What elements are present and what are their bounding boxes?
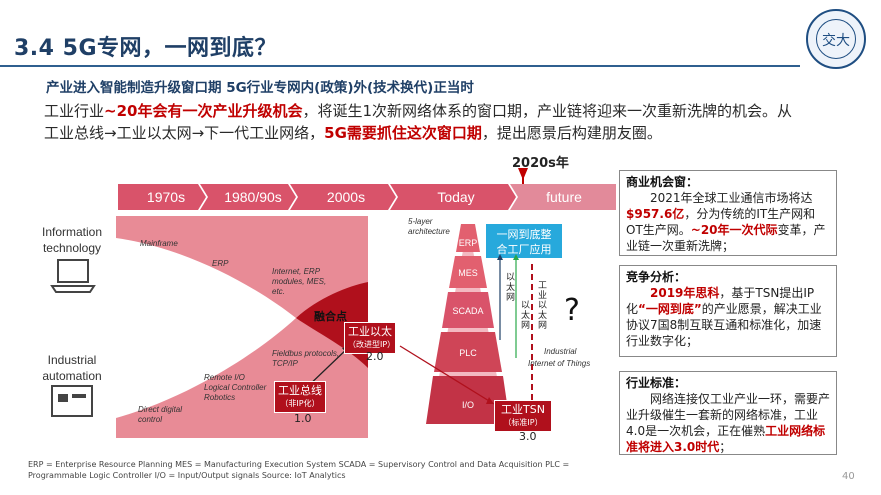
- title-divider: [0, 65, 800, 67]
- five-layer-pyramid: ERP MES SCADA PLC I/O: [426, 224, 510, 424]
- label-fieldbus-2: TCP/IP: [272, 359, 298, 368]
- timeline-bar: 1970s 1980/90s 2000s Today future: [118, 184, 616, 210]
- era-2000s: 2000s: [327, 189, 365, 205]
- ot-label-2: automation: [42, 369, 101, 383]
- slide-subtitle: 产业进入智能制造升级窗口期 5G行业专网内(政策)外(技术换代)正当时: [46, 80, 474, 96]
- vlabel-ethernet-2: 以太网: [521, 301, 530, 331]
- timeline-marker-label: 2020s年: [512, 156, 569, 171]
- laptop-icon: [50, 259, 96, 293]
- box-industrial-ethernet: 工业以太 （改进型IP）: [344, 322, 396, 354]
- para-highlight-2: 5G需要抓住这次窗口期: [324, 124, 482, 142]
- pyramid-erp: ERP: [459, 238, 478, 248]
- label-direct-2: control: [138, 415, 162, 424]
- label-remote-1: Remote I/O: [204, 373, 245, 382]
- label-remote-2: Logical Controller: [204, 383, 267, 392]
- plc-icon: [51, 385, 93, 417]
- box-industrial-tsn: 工业TSN （标准IP）: [494, 400, 552, 432]
- pyramid-mes: MES: [458, 268, 478, 278]
- logo-text: 交大: [822, 33, 850, 49]
- page-number: 40: [842, 471, 855, 482]
- label-internet-2: modules, MES,: [272, 277, 326, 286]
- intro-paragraph: 工业行业~20年会有一次产业升级机会，将诞生1次新网络体系的窗口期，产业链将迎来…: [44, 100, 804, 144]
- version-1: 1.0: [294, 412, 312, 425]
- label-five-layer-2: architecture: [408, 227, 450, 236]
- panel-competition-analysis: 竞争分析： 2019年思科，基于TSN提出IP化“一网到底”的产业愿景，解决工业…: [619, 265, 837, 357]
- label-mainframe: Mainframe: [140, 239, 178, 248]
- label-five-layer-1: 5-layer: [408, 217, 433, 226]
- arrow-ethernet-to-tsn: [399, 345, 495, 405]
- label-iiot-1: Industrial: [544, 347, 577, 356]
- footnote: ERP = Enterprise Resource Planning MES =…: [28, 460, 570, 480]
- era-today: Today: [437, 189, 474, 205]
- pyramid-plc: PLC: [459, 348, 477, 358]
- era-1970s: 1970s: [147, 189, 185, 205]
- one-net-label-2: 合工厂应用: [497, 242, 552, 256]
- one-net-box: [486, 224, 562, 258]
- era-1980s: 1980/90s: [224, 189, 282, 205]
- para-text-3: ，提出愿景后构建朋友圈。: [481, 124, 662, 142]
- label-erp: ERP: [212, 259, 229, 268]
- label-iiot-2: Internet of Things: [528, 359, 590, 368]
- label-fusion-point: 融合点: [314, 309, 347, 323]
- it-region: [116, 216, 368, 318]
- box-industrial-bus: 工业总线 （非IP化）: [274, 381, 326, 413]
- label-remote-3: Robotics: [204, 393, 235, 402]
- vlabel-ethernet-1: 以太网: [506, 273, 515, 303]
- label-fieldbus-1: Fieldbus protocols,: [272, 349, 339, 358]
- panel-industry-standard: 行业标准： 网络连接仅工业产业一环，需要产业升级催生一套新的网络标准，工业4.0…: [619, 371, 837, 455]
- page-title: 3.4 5G专网，一网到底？: [14, 36, 277, 61]
- version-2: 2.0: [366, 350, 384, 363]
- version-3: 3.0: [519, 430, 537, 443]
- panel-business-opportunity: 商业机会窗： 2021年全球工业通信市场将达$957.6亿，分为传统的IT生产网…: [619, 170, 837, 256]
- ot-label-1: Industrial: [48, 353, 97, 367]
- one-net-label-1: 一网到底整: [497, 227, 552, 241]
- vlabel-industrial-ethernet: 工业以太网: [538, 281, 547, 331]
- label-internet-3: etc.: [272, 287, 285, 296]
- university-logo: 交大: [806, 9, 866, 69]
- para-text-2: ，将诞生1次新网络体系的窗口期，产业链将迎来一次重新洗牌的机会。从工业总线→工业…: [44, 102, 793, 142]
- pyramid-io: I/O: [462, 400, 474, 410]
- label-direct-1: Direct digital: [138, 405, 182, 414]
- para-text-1: 工业行业: [44, 102, 105, 120]
- it-label-1: Information: [42, 225, 102, 239]
- question-mark: ?: [564, 293, 580, 328]
- era-future: future: [546, 189, 582, 205]
- it-label-2: technology: [43, 241, 101, 255]
- para-highlight-1: ~20年会有一次产业升级机会: [104, 102, 303, 120]
- label-internet-1: Internet, ERP: [272, 267, 321, 276]
- pyramid-scada: SCADA: [452, 306, 483, 316]
